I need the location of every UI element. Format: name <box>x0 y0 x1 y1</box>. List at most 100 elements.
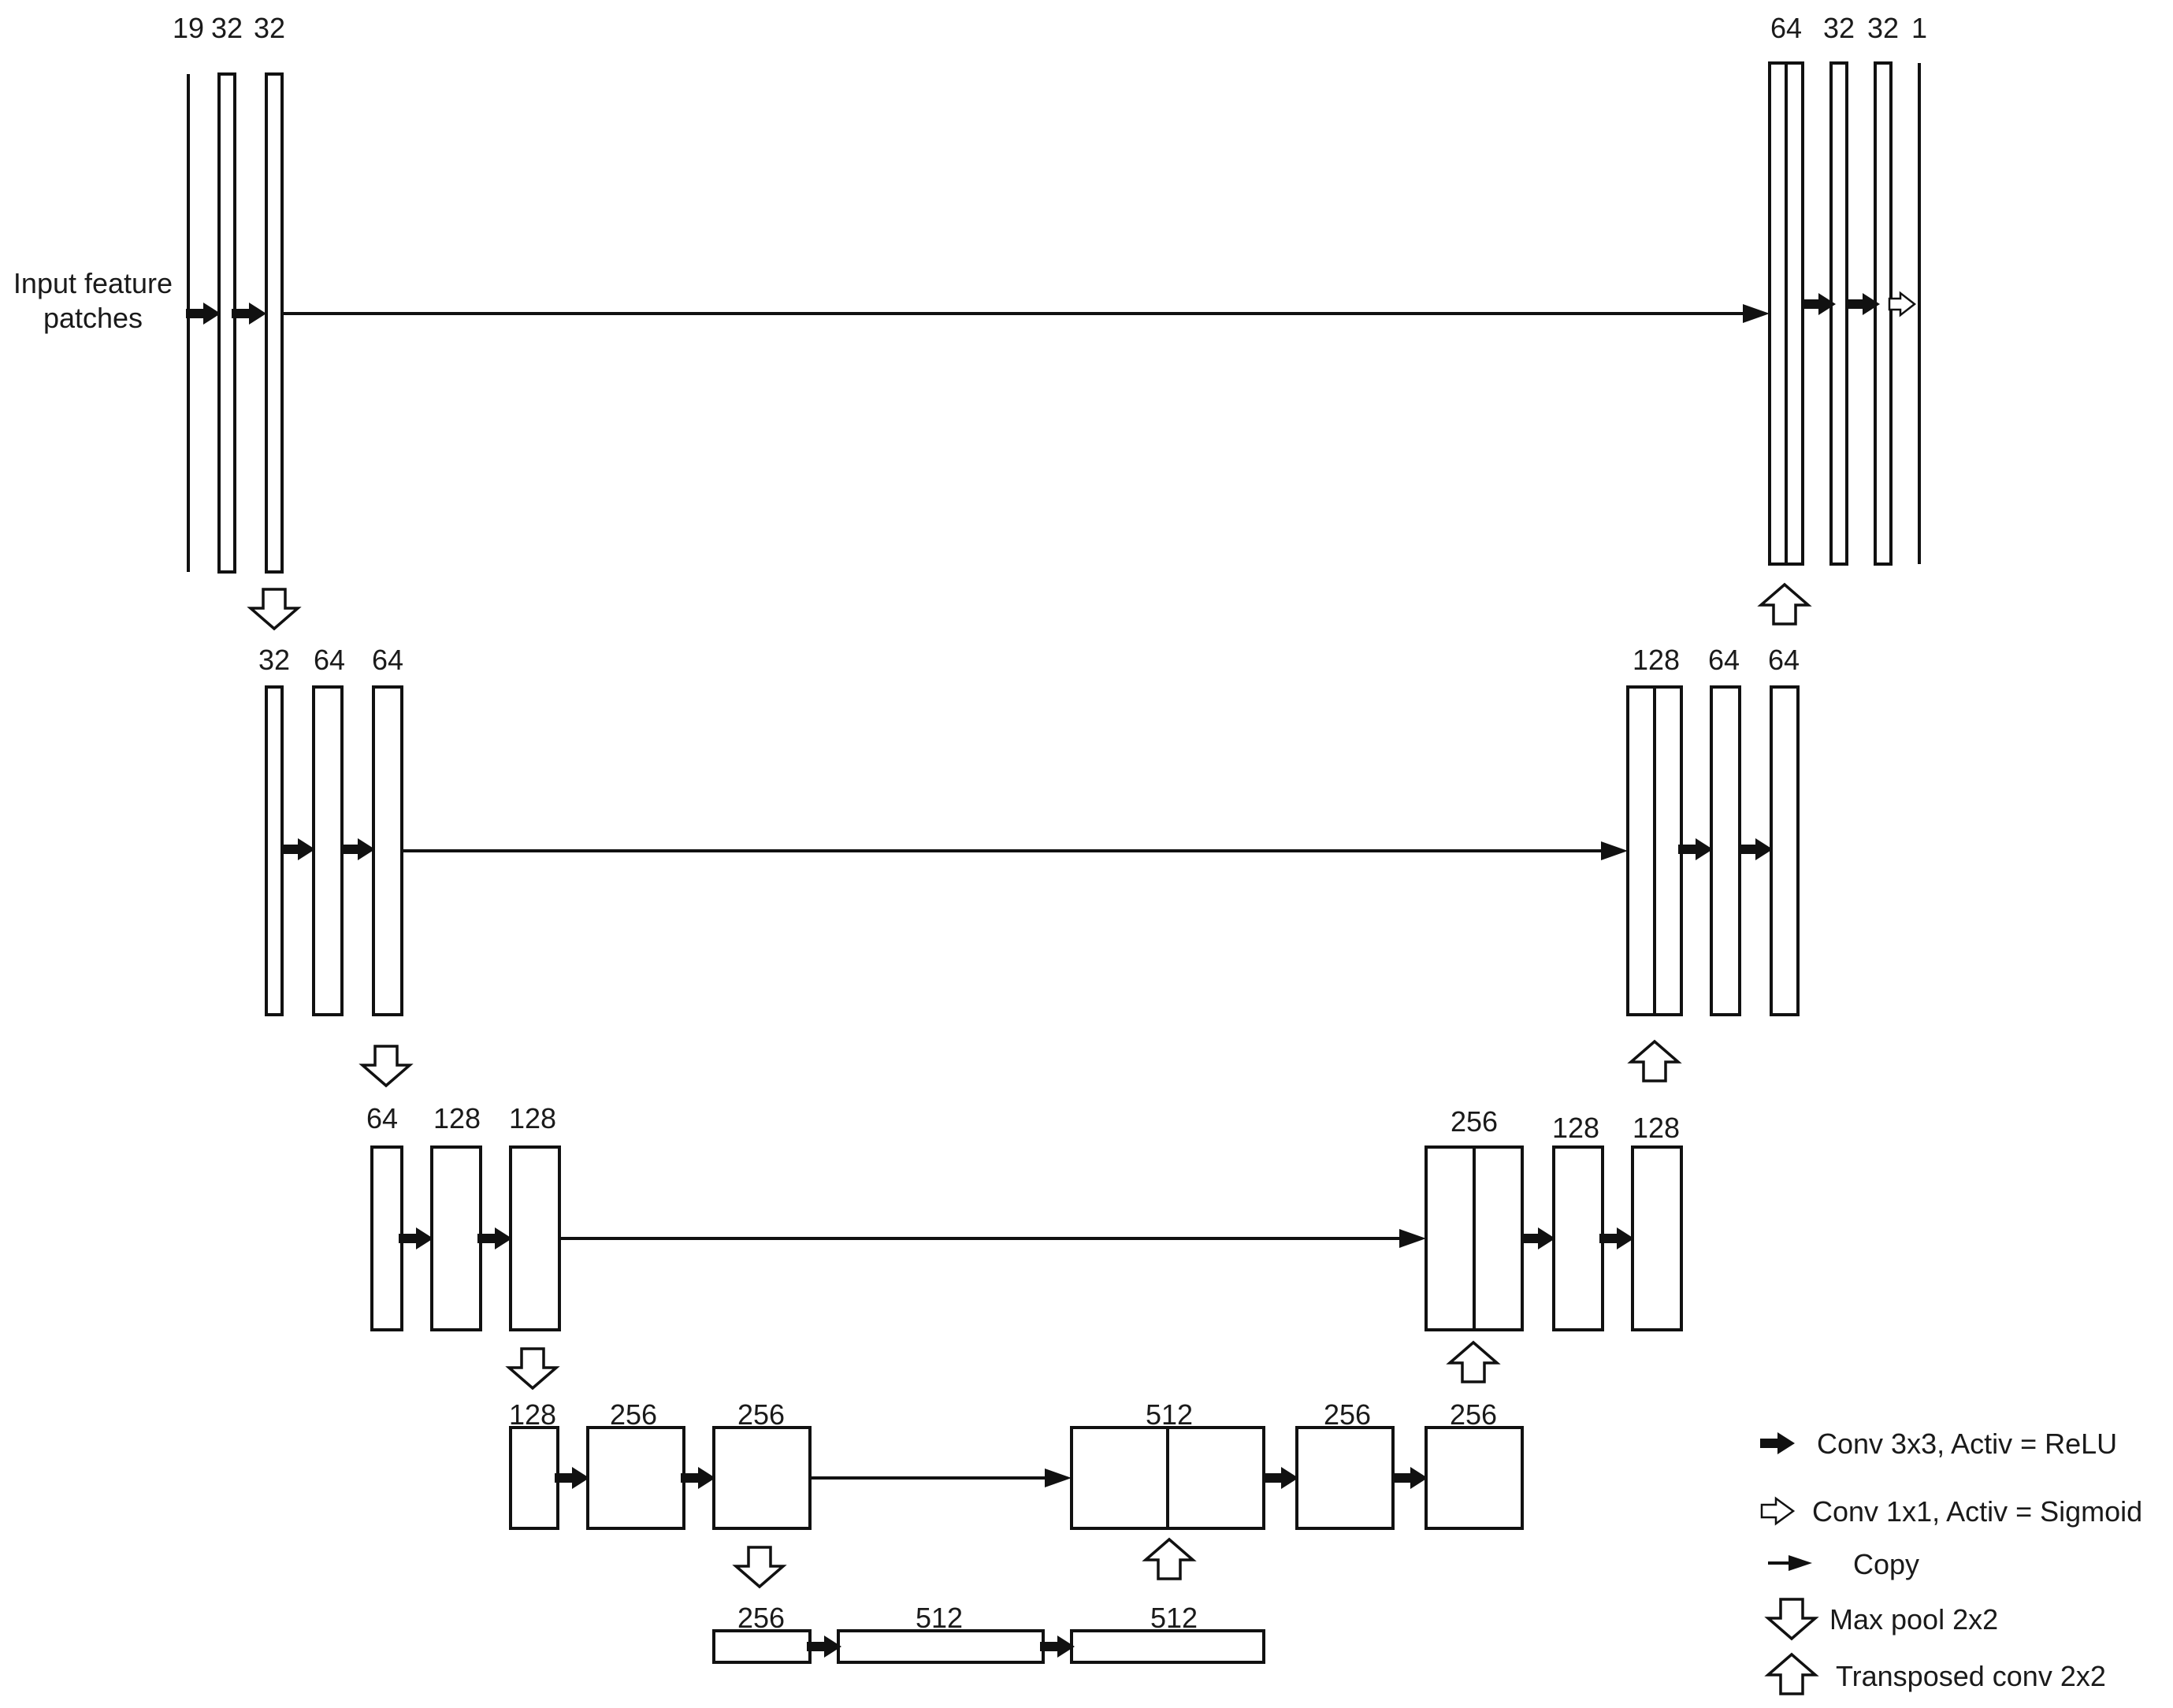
channel-label: 256 <box>737 1602 785 1634</box>
layer-block <box>1710 685 1741 1016</box>
svg-text:Input feature: Input feature <box>13 267 173 299</box>
decoder-level-2: 128 64 64 <box>1626 644 1800 1016</box>
channel-label: 128 <box>1552 1112 1599 1144</box>
solid-arrow-icon <box>1760 1432 1795 1454</box>
layer-block <box>1874 61 1893 566</box>
channel-label: 128 <box>1633 644 1680 676</box>
max-pool-arrow <box>507 1347 558 1390</box>
layer-block <box>1425 1426 1524 1530</box>
channel-label: 512 <box>1150 1602 1198 1634</box>
svg-text:Conv 1x1, Activ = Sigmoid: Conv 1x1, Activ = Sigmoid <box>1812 1495 2142 1528</box>
channel-label: 256 <box>1450 1398 1497 1431</box>
transposed-conv-arrow <box>1448 1341 1499 1383</box>
channel-label: 128 <box>509 1102 556 1134</box>
legend-item-copy: Copy <box>1768 1548 1919 1580</box>
hollow-arrow-icon <box>1760 1496 1796 1526</box>
channel-label: 32 <box>211 12 243 44</box>
conv-relu-arrow <box>340 838 375 860</box>
channel-label: 64 <box>366 1102 398 1134</box>
layer-block <box>217 72 236 574</box>
legend-item-max-pool: Max pool 2x2 <box>1766 1598 1998 1640</box>
copy-connection-4 <box>810 1469 1072 1487</box>
layer-block <box>712 1426 812 1530</box>
copy-connection-3 <box>559 1229 1426 1248</box>
channel-label: 256 <box>737 1398 785 1431</box>
transposed-conv-arrow <box>1144 1538 1194 1580</box>
conv-relu-arrow <box>1599 1227 1634 1249</box>
layer-block <box>430 1145 482 1331</box>
channel-label: 19 <box>173 12 204 44</box>
copy-connection-2 <box>402 841 1628 860</box>
transposed-conv-arrow <box>1759 583 1810 626</box>
layer-block <box>837 1629 1045 1664</box>
svg-text:Copy: Copy <box>1853 1548 1919 1580</box>
layer-block <box>265 72 284 574</box>
decoder-level-4: 512 256 256 <box>1070 1398 1524 1530</box>
conv-relu-arrow <box>399 1227 433 1249</box>
layer-block <box>1829 61 1848 566</box>
svg-text:Conv 3x3, Activ = ReLU: Conv 3x3, Activ = ReLU <box>1817 1428 2117 1460</box>
conv-relu-arrow <box>1521 1227 1555 1249</box>
conv-relu-arrow <box>681 1467 715 1489</box>
layer-block <box>586 1426 685 1530</box>
max-pool-arrow <box>249 588 299 630</box>
down-arrow-icon <box>1766 1598 1817 1640</box>
layer-block <box>1631 1145 1683 1331</box>
legend-item-conv-relu: Conv 3x3, Activ = ReLU <box>1760 1428 2117 1460</box>
channel-label: 256 <box>610 1398 657 1431</box>
bottleneck-level: 256 512 512 <box>712 1602 1265 1664</box>
channel-label: 256 <box>1324 1398 1371 1431</box>
transposed-conv-arrow <box>1629 1040 1680 1082</box>
channel-label: 64 <box>314 644 345 676</box>
svg-text:Max pool 2x2: Max pool 2x2 <box>1829 1603 1998 1636</box>
channel-label: 64 <box>1768 644 1800 676</box>
layer-block <box>370 1145 403 1331</box>
conv-relu-arrow <box>477 1227 512 1249</box>
layer-block <box>509 1426 559 1530</box>
layer-block <box>1070 1629 1265 1664</box>
legend: Conv 3x3, Activ = ReLU Conv 1x1, Activ =… <box>1760 1428 2142 1695</box>
layer-block <box>265 685 284 1016</box>
max-pool-arrow <box>734 1546 785 1588</box>
layer-block <box>509 1145 561 1331</box>
encoder-level-4: 128 256 256 <box>509 1398 812 1530</box>
input-label: Input feature patches <box>13 267 173 334</box>
decoder-level-3: 256 128 128 <box>1425 1105 1683 1331</box>
svg-text:Transposed conv 2x2: Transposed conv 2x2 <box>1836 1660 2106 1692</box>
encoder-level-2: 32 64 64 <box>258 644 403 1016</box>
channel-label: 512 <box>916 1602 963 1634</box>
conv-relu-arrow <box>186 303 221 325</box>
conv-relu-arrow <box>1040 1636 1075 1658</box>
channel-label: 64 <box>1708 644 1740 676</box>
legend-item-conv-sigmoid: Conv 1x1, Activ = Sigmoid <box>1760 1495 2142 1528</box>
channel-label: 256 <box>1451 1105 1498 1138</box>
layer-block <box>372 685 403 1016</box>
decoder-level-1: 64 32 32 1 <box>1768 12 1927 566</box>
channel-label: 128 <box>509 1398 556 1431</box>
channel-label: 32 <box>1867 12 1899 44</box>
channel-label: 128 <box>1633 1112 1680 1144</box>
conv-relu-arrow <box>232 303 266 325</box>
channel-label: 32 <box>1823 12 1855 44</box>
svg-text:patches: patches <box>43 302 143 334</box>
conv-relu-arrow <box>1678 838 1713 860</box>
legend-item-transposed-conv: Transposed conv 2x2 <box>1766 1653 2106 1695</box>
layer-block <box>312 685 344 1016</box>
encoder-level-1: 19 32 32 <box>173 12 285 574</box>
channel-label: 32 <box>258 644 290 676</box>
layer-block <box>1295 1426 1395 1530</box>
channel-label: 64 <box>1770 12 1802 44</box>
conv-relu-arrow <box>280 838 315 860</box>
conv-relu-arrow <box>1738 838 1773 860</box>
layer-block <box>1552 1145 1604 1331</box>
conv-sigmoid-arrow <box>1888 291 1917 317</box>
channel-label: 64 <box>372 644 403 676</box>
channel-label: 512 <box>1146 1398 1193 1431</box>
max-pool-arrow <box>361 1045 411 1087</box>
conv-relu-arrow <box>807 1636 841 1658</box>
layer-block <box>1770 685 1800 1016</box>
copy-connection-1 <box>282 304 1770 323</box>
encoder-level-3: 64 128 128 <box>366 1102 561 1331</box>
conv-relu-arrow <box>1393 1467 1428 1489</box>
